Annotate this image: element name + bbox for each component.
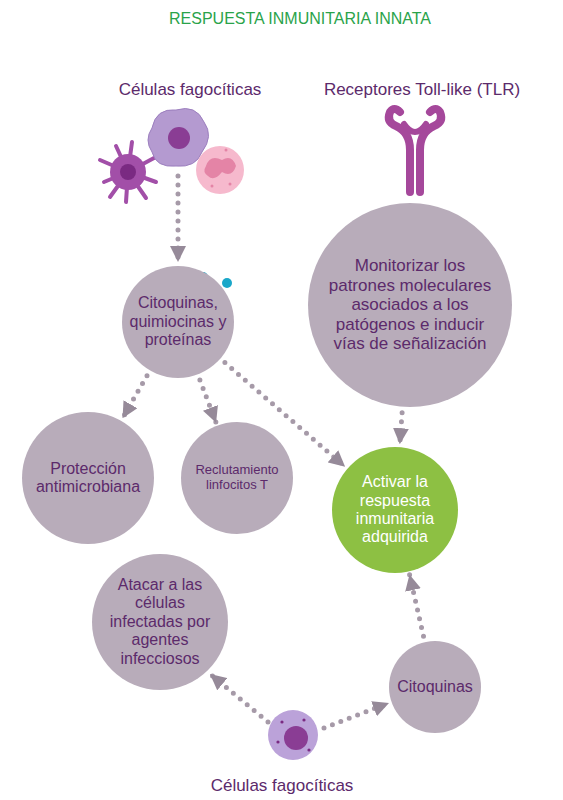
diagram-title: RESPUESTA INMUNITARIA INNATA [169, 10, 431, 28]
cell-label: Receptores Toll-like (TLR) [324, 80, 520, 100]
phagocyte-cell [268, 710, 318, 760]
node-text: Protección antimicrobiana [26, 460, 150, 497]
dotted-arrow [200, 380, 216, 423]
circle-fill [22, 412, 154, 544]
process-circle: Atacar a las células infectadas por agen… [92, 554, 228, 690]
process-circle: Citoquinas, quimiocinas y proteínas [122, 266, 234, 378]
cell-label: Células fagocíticas [211, 776, 354, 796]
process-circle: Monitorizar los patrones moleculares aso… [308, 203, 512, 407]
neutrophil-cell [196, 146, 244, 194]
dotted-leader [176, 176, 181, 262]
dotted-arrow [410, 574, 424, 636]
process-circle: Citoquinas [389, 641, 481, 733]
process-circle: Reclutamiento linfocitos T [181, 422, 293, 534]
circle-fill [332, 447, 458, 573]
circle-fill [308, 203, 512, 407]
cell-label: Células fagocíticas [119, 80, 262, 100]
dendritic-cell [100, 142, 156, 202]
node-text: Citoquinas, quimiocinas y proteínas [128, 294, 228, 349]
macrophage-cell [148, 109, 209, 167]
node-text: Citoquinas [391, 678, 479, 696]
circle-fill [181, 422, 293, 534]
dotted-leader [324, 703, 389, 728]
dotted-arrow [123, 376, 148, 419]
circle-fill [92, 554, 228, 690]
node-text: Reclutamiento linfocitos T [185, 463, 289, 493]
dotted-arrow [400, 413, 402, 445]
node-text: Monitorizar los patrones moleculares aso… [324, 256, 496, 354]
circle-fill [122, 266, 234, 378]
dotted-leader [210, 674, 268, 722]
process-circle: Protección antimicrobiana [22, 412, 154, 544]
node-text: Atacar a las células infectadas por agen… [100, 576, 220, 668]
process-circle: Activar la respuesta inmunitaria adquiri… [332, 447, 458, 573]
node-text: Activar la respuesta inmunitaria adquiri… [338, 473, 452, 547]
circle-fill [389, 641, 481, 733]
tlr-receptor [389, 109, 441, 192]
